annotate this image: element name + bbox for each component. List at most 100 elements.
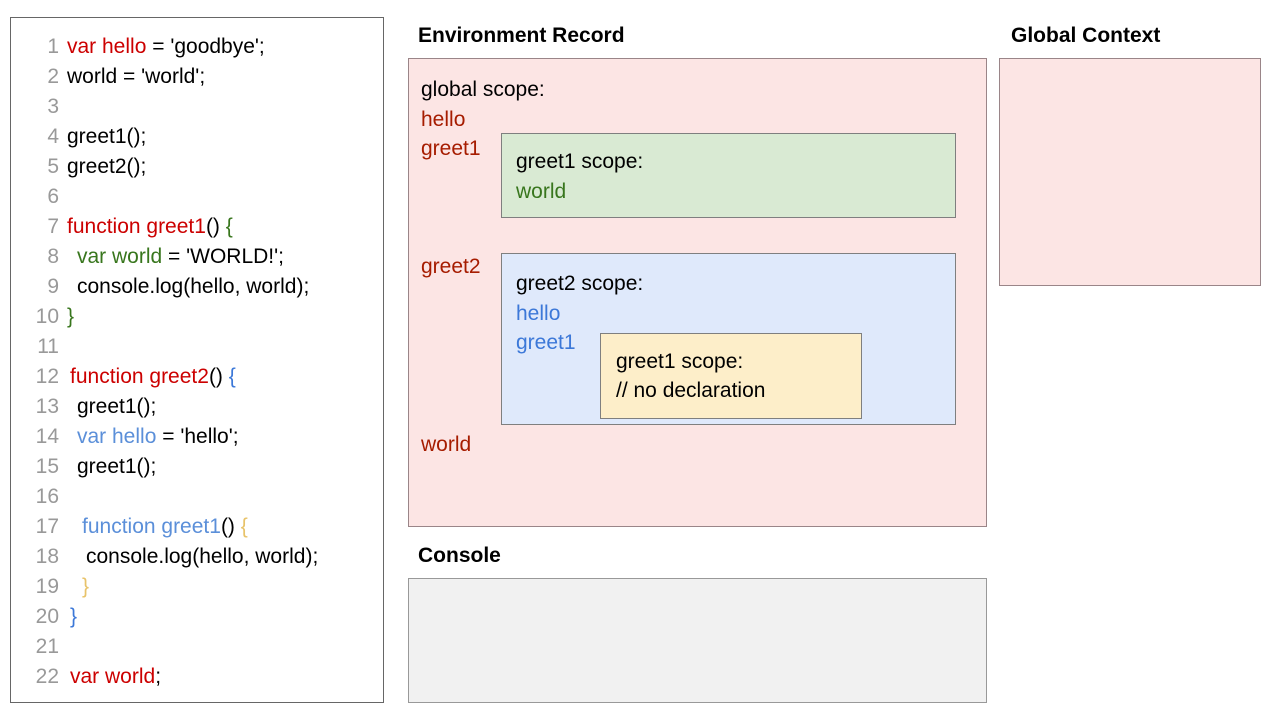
line-number: 4 bbox=[47, 125, 59, 148]
greet2-binding-hello: hello bbox=[516, 302, 561, 325]
code-line[interactable]: 13 greet1(); bbox=[19, 392, 379, 422]
line-number: 20 bbox=[35, 605, 59, 628]
code-token: console.log(hello, world); bbox=[86, 545, 319, 568]
code-token: = 'goodbye'; bbox=[146, 35, 265, 58]
line-number: 18 bbox=[35, 545, 59, 568]
code-token: } bbox=[82, 575, 90, 598]
line-number: 2 bbox=[47, 65, 59, 88]
line-number: 22 bbox=[35, 665, 59, 688]
code-token: } bbox=[67, 305, 75, 328]
code-token: var hello bbox=[67, 35, 147, 58]
code-line[interactable]: 14 var hello = 'hello'; bbox=[19, 422, 379, 452]
code-line[interactable]: 6 bbox=[19, 182, 379, 212]
code-line[interactable]: 7 function greet1() { bbox=[19, 212, 379, 242]
code-line[interactable]: 22 var world; bbox=[19, 662, 379, 692]
code-line-text: function greet1() { bbox=[67, 212, 233, 242]
code-line[interactable]: 3 bbox=[19, 92, 379, 122]
line-number: 15 bbox=[35, 455, 59, 478]
code-line-text: console.log(hello, world); bbox=[86, 542, 318, 572]
line-number: 6 bbox=[47, 185, 59, 208]
code-line-list: 1 var hello = 'goodbye'; 2 world = 'world';… bbox=[19, 32, 379, 692]
line-number: 5 bbox=[47, 155, 59, 178]
line-number: 17 bbox=[35, 515, 59, 538]
line-number: 19 bbox=[35, 575, 59, 598]
code-line[interactable]: 1 var hello = 'goodbye'; bbox=[19, 32, 379, 62]
code-line-text: function greet1() { bbox=[82, 512, 248, 542]
code-token: { bbox=[225, 215, 233, 238]
code-line-text: greet1(); bbox=[67, 122, 146, 152]
code-line[interactable]: 10} bbox=[19, 302, 379, 332]
code-token: function greet2 bbox=[70, 365, 209, 388]
global-binding-greet1: greet1 bbox=[421, 137, 481, 160]
line-number: 12 bbox=[35, 365, 59, 388]
code-line[interactable]: 19} bbox=[19, 572, 379, 602]
line-number: 13 bbox=[35, 395, 59, 418]
global-scope-label: global scope: bbox=[421, 78, 545, 101]
code-line-text: console.log(hello, world); bbox=[77, 272, 309, 302]
line-number: 11 bbox=[37, 335, 59, 358]
line-number: 1 bbox=[47, 35, 59, 58]
line-number: 7 bbox=[47, 215, 59, 238]
code-token: function greet1 bbox=[82, 515, 221, 538]
greet2-scope-label: greet2 scope: bbox=[516, 272, 644, 295]
code-token: greet1(); bbox=[67, 125, 147, 148]
line-number: 9 bbox=[47, 275, 59, 298]
code-token: { bbox=[228, 365, 236, 388]
code-line[interactable]: 9 console.log(hello, world); bbox=[19, 272, 379, 302]
global-binding-hello: hello bbox=[421, 108, 466, 131]
global-context-box bbox=[999, 58, 1261, 286]
code-line-text: function greet2() { bbox=[70, 362, 236, 392]
greet1-binding-world: world bbox=[516, 180, 567, 203]
code-line[interactable]: 4 greet1(); bbox=[19, 122, 379, 152]
global-binding-greet2: greet2 bbox=[421, 255, 481, 278]
code-line[interactable]: 11 bbox=[19, 332, 379, 362]
code-line[interactable]: 5 greet2(); bbox=[19, 152, 379, 182]
code-token: function greet1 bbox=[67, 215, 206, 238]
code-line-text: } bbox=[70, 602, 77, 632]
line-number: 10 bbox=[35, 305, 59, 328]
greet1-inner-no-declaration: // no declaration bbox=[616, 379, 766, 402]
console-output-box[interactable] bbox=[408, 578, 987, 703]
code-line-text: } bbox=[67, 302, 74, 332]
code-line-text: greet1(); bbox=[77, 392, 156, 422]
code-line[interactable]: 16 bbox=[19, 482, 379, 512]
greet2-binding-greet1: greet1 bbox=[516, 331, 576, 354]
code-token: greet2(); bbox=[67, 155, 147, 178]
code-line[interactable]: 2 world = 'world'; bbox=[19, 62, 379, 92]
code-token: () bbox=[220, 515, 241, 538]
code-token: console.log(hello, world); bbox=[77, 275, 310, 298]
code-token: } bbox=[70, 605, 78, 628]
code-line[interactable]: 21 bbox=[19, 632, 379, 662]
code-line[interactable]: 12 function greet2() { bbox=[19, 362, 379, 392]
line-number: 8 bbox=[47, 245, 59, 268]
code-token: () bbox=[205, 215, 226, 238]
environment-record-title: Environment Record bbox=[418, 24, 625, 47]
code-token: var world bbox=[77, 245, 163, 268]
code-line-text: var hello = 'hello'; bbox=[77, 422, 239, 452]
code-line[interactable]: 17 function greet1() { bbox=[19, 512, 379, 542]
code-editor-panel[interactable]: 1 var hello = 'goodbye'; 2 world = 'world';… bbox=[10, 17, 384, 703]
code-line[interactable]: 18 console.log(hello, world); bbox=[19, 542, 379, 572]
code-token: { bbox=[240, 515, 248, 538]
line-number: 3 bbox=[47, 95, 59, 118]
code-token: = 'WORLD!'; bbox=[162, 245, 284, 268]
code-line-text: var world; bbox=[70, 662, 161, 692]
greet1-inner-scope-box bbox=[600, 333, 862, 419]
code-token: = 'hello'; bbox=[156, 425, 239, 448]
code-line[interactable]: 15 greet1(); bbox=[19, 452, 379, 482]
greet1-inner-scope-label: greet1 scope: bbox=[616, 350, 744, 373]
code-line-text: var hello = 'goodbye'; bbox=[67, 32, 265, 62]
code-line-text: greet1(); bbox=[77, 452, 156, 482]
code-line[interactable]: 8 var world = 'WORLD!'; bbox=[19, 242, 379, 272]
code-line[interactable]: 20} bbox=[19, 602, 379, 632]
code-token: var world bbox=[70, 665, 156, 688]
global-binding-world: world bbox=[421, 433, 472, 456]
code-token: () bbox=[208, 365, 229, 388]
code-token: world = 'world'; bbox=[67, 65, 206, 88]
line-number: 14 bbox=[35, 425, 59, 448]
console-title: Console bbox=[418, 544, 501, 567]
code-line-text: var world = 'WORLD!'; bbox=[77, 242, 284, 272]
code-line-text: } bbox=[82, 572, 89, 602]
code-line-text: greet2(); bbox=[67, 152, 146, 182]
line-number: 16 bbox=[35, 485, 59, 508]
